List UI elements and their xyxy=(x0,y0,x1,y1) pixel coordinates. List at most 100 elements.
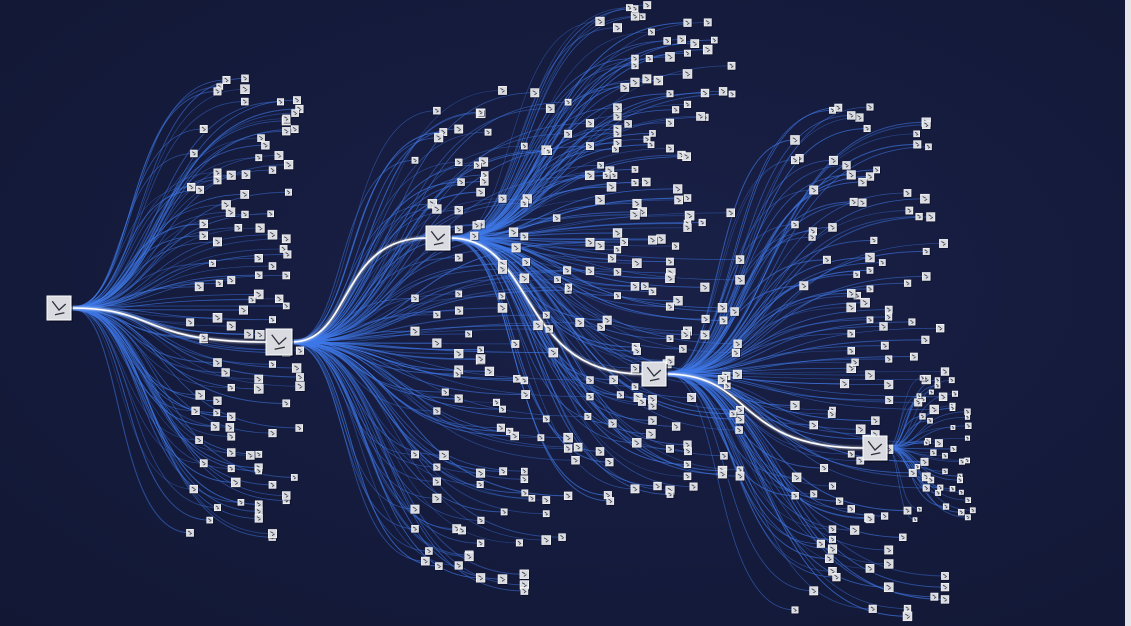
leaf-node[interactable] xyxy=(922,120,932,130)
leaf-node[interactable] xyxy=(649,130,657,138)
leaf-node[interactable] xyxy=(498,264,508,275)
leaf-node[interactable] xyxy=(212,312,224,324)
leaf-node[interactable] xyxy=(254,254,264,264)
leaf-node[interactable] xyxy=(847,289,857,299)
leaf-node[interactable] xyxy=(948,377,956,385)
leaf-node[interactable] xyxy=(472,221,482,231)
leaf-node[interactable] xyxy=(632,198,643,209)
leaf-node[interactable] xyxy=(673,296,684,307)
leaf-node[interactable] xyxy=(842,161,852,171)
leaf-node[interactable] xyxy=(199,219,209,230)
leaf-node[interactable] xyxy=(940,582,951,593)
leaf-node[interactable] xyxy=(942,452,949,460)
leaf-node[interactable] xyxy=(868,604,878,614)
leaf-node[interactable] xyxy=(683,223,693,233)
leaf-node[interactable] xyxy=(454,206,464,216)
leaf-node[interactable] xyxy=(735,426,744,435)
leaf-node[interactable] xyxy=(920,193,931,205)
leaf-node[interactable] xyxy=(458,526,467,536)
leaf-node[interactable] xyxy=(213,237,223,248)
leaf-node[interactable] xyxy=(934,382,942,390)
leaf-node[interactable] xyxy=(914,463,921,471)
leaf-node[interactable] xyxy=(411,156,420,165)
leaf-node[interactable] xyxy=(684,210,696,222)
leaf-node[interactable] xyxy=(521,489,530,498)
leaf-node[interactable] xyxy=(700,330,711,341)
leaf-node[interactable] xyxy=(949,485,957,493)
leaf-node[interactable] xyxy=(631,54,640,64)
leaf-node[interactable] xyxy=(513,375,522,384)
leaf-node[interactable] xyxy=(213,396,223,406)
leaf-node[interactable] xyxy=(282,491,292,501)
leaf-node[interactable] xyxy=(476,354,487,365)
leaf-node[interactable] xyxy=(225,207,237,218)
leaf-node[interactable] xyxy=(454,253,464,263)
leaf-node[interactable] xyxy=(632,258,643,269)
leaf-node[interactable] xyxy=(441,388,450,397)
leaf-node[interactable] xyxy=(563,491,574,501)
leaf-node[interactable] xyxy=(475,573,487,584)
leaf-node[interactable] xyxy=(254,514,264,524)
leaf-node[interactable] xyxy=(698,218,707,227)
leaf-node[interactable] xyxy=(850,525,861,536)
leaf-node[interactable] xyxy=(476,480,485,489)
leaf-node[interactable] xyxy=(238,305,249,316)
leaf-node[interactable] xyxy=(828,482,837,491)
leaf-node[interactable] xyxy=(595,447,606,457)
leaf-node[interactable] xyxy=(855,113,865,123)
leaf-node[interactable] xyxy=(595,194,606,206)
leaf-node[interactable] xyxy=(476,539,486,548)
leaf-node[interactable] xyxy=(666,335,675,343)
leaf-node[interactable] xyxy=(940,367,951,377)
leaf-node[interactable] xyxy=(630,484,641,495)
leaf-node[interactable] xyxy=(731,348,741,358)
leaf-node[interactable] xyxy=(641,282,650,291)
leaf-node[interactable] xyxy=(530,88,541,99)
leaf-node[interactable] xyxy=(255,330,266,341)
leaf-node[interactable] xyxy=(718,469,728,480)
leaf-node[interactable] xyxy=(847,450,856,459)
leaf-node[interactable] xyxy=(189,484,199,495)
leaf-node[interactable] xyxy=(541,535,552,546)
leaf-node[interactable] xyxy=(683,472,693,482)
leaf-node[interactable] xyxy=(908,318,917,327)
leaf-node[interactable] xyxy=(810,490,819,499)
leaf-node[interactable] xyxy=(457,178,466,187)
leaf-node[interactable] xyxy=(648,287,658,297)
leaf-node[interactable] xyxy=(642,74,653,85)
leaf-node[interactable] xyxy=(291,109,300,118)
leaf-node[interactable] xyxy=(195,390,206,401)
leaf-node[interactable] xyxy=(433,311,442,320)
leaf-node[interactable] xyxy=(268,360,277,369)
leaf-node[interactable] xyxy=(666,90,675,99)
leaf-node[interactable] xyxy=(231,477,242,489)
leaf-node[interactable] xyxy=(255,154,264,163)
leaf-node[interactable] xyxy=(851,358,860,367)
leaf-node[interactable] xyxy=(941,572,950,581)
leaf-node[interactable] xyxy=(602,172,611,180)
leaf-node[interactable] xyxy=(432,493,443,504)
leaf-node[interactable] xyxy=(268,480,278,490)
leaf-node[interactable] xyxy=(700,282,711,293)
leaf-node[interactable] xyxy=(885,313,894,322)
leaf-node[interactable] xyxy=(564,129,573,139)
leaf-node[interactable] xyxy=(585,237,596,248)
leaf-node[interactable] xyxy=(964,408,972,416)
leaf-node[interactable] xyxy=(586,142,595,151)
leaf-node[interactable] xyxy=(552,214,562,223)
leaf-node[interactable] xyxy=(847,346,856,356)
leaf-node[interactable] xyxy=(609,375,619,386)
leaf-node[interactable] xyxy=(279,245,289,254)
leaf-node[interactable] xyxy=(563,432,574,444)
leaf-node[interactable] xyxy=(648,28,656,37)
leaf-node[interactable] xyxy=(683,460,693,469)
leaf-node[interactable] xyxy=(682,152,692,162)
leaf-node[interactable] xyxy=(828,525,838,534)
leaf-node[interactable] xyxy=(269,316,277,325)
leaf-node[interactable] xyxy=(719,316,729,326)
leaf-node[interactable] xyxy=(186,318,196,328)
leaf-node[interactable] xyxy=(949,405,957,412)
leaf-node[interactable] xyxy=(282,271,291,281)
leaf-node[interactable] xyxy=(673,184,684,195)
leaf-node[interactable] xyxy=(602,315,613,326)
